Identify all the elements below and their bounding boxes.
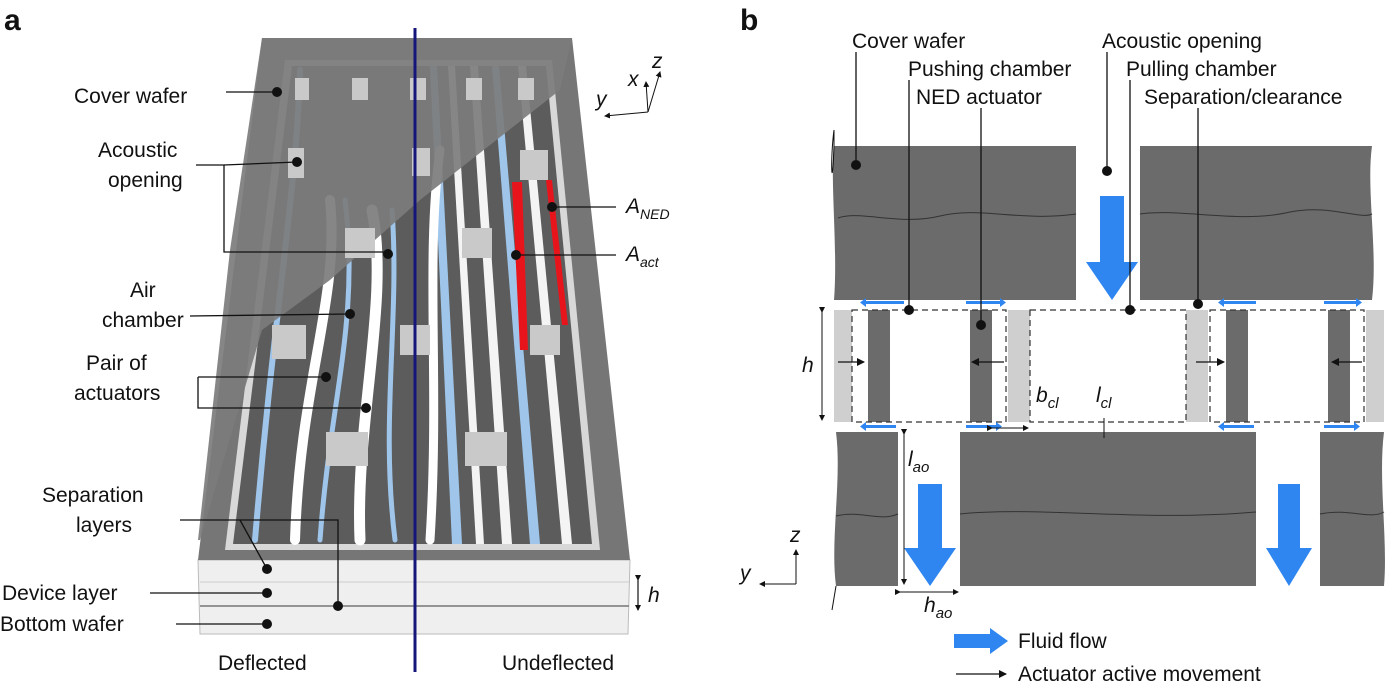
legend: Fluid flow Actuator active movement: [954, 628, 1261, 685]
axis-x-label: x: [627, 68, 640, 91]
ned-actuator-left: [868, 310, 890, 422]
pushing-chamber-outline: [851, 309, 1007, 423]
bottom-wafer-label: Bottom wafer: [0, 613, 124, 636]
acoustic-openings: [272, 78, 560, 466]
ned-area-red: [512, 182, 528, 350]
panel-b-letter: b: [740, 4, 758, 37]
b-axis-y-label: y: [738, 562, 752, 585]
acoustic-label-line1: Acoustic: [98, 139, 177, 162]
legend-fluid-flow: Fluid flow: [1018, 630, 1108, 653]
deflected-label: Deflected: [218, 652, 307, 675]
bottom-wafer-center-block: [960, 432, 1256, 586]
b-lao-label: lao: [908, 448, 929, 476]
panel-a-letter: a: [4, 4, 21, 37]
cover-wafer-right-block: [1140, 146, 1374, 300]
b-acoustic-opening-label: Acoustic opening: [1102, 30, 1262, 53]
legend-flow-swatch: [954, 628, 1008, 654]
device-layer-label: Device layer: [2, 582, 118, 605]
bottom-wafer-left-block: [834, 432, 898, 586]
sep-label-line2: layers: [76, 514, 132, 537]
b-pulling-chamber-label: Pulling chamber: [1126, 58, 1277, 81]
b-cover-wafer-label: Cover wafer: [852, 30, 965, 53]
separation-layer: [1186, 310, 1208, 422]
pair-label-line2: actuators: [74, 382, 160, 405]
act-area-red: [546, 180, 568, 325]
pair-label-line1: Pair of: [86, 352, 147, 375]
h-label-a: h: [648, 584, 660, 607]
fluid-flow-arrow-in: [1086, 196, 1138, 300]
pushing-chamber-outline-right: [1209, 309, 1365, 423]
actuator-beam: [448, 66, 484, 544]
ned-actuator: [1328, 310, 1350, 422]
b-h-label: h: [802, 354, 814, 377]
cover-wafer-dot: [272, 87, 282, 97]
separation-layer: [1008, 310, 1030, 422]
a-act-label: Aact: [624, 243, 660, 270]
pulling-chamber-outline: [1029, 309, 1187, 423]
legend-actuator-movement: Actuator active movement: [1018, 663, 1261, 685]
cover-wafer-left-block: [832, 146, 1076, 300]
actuator-beam: [492, 66, 540, 544]
fluid-flow-arrow-out-right: [1266, 484, 1312, 586]
acoustic-label-line2: opening: [108, 169, 183, 192]
actuator-beam: [470, 66, 512, 544]
undeflected-label: Undeflected: [502, 652, 614, 675]
axis-z-label: z: [651, 50, 663, 73]
air-chamber-dot: [345, 309, 355, 319]
b-hao-label: hao: [924, 594, 952, 622]
b-axis-z-label: z: [789, 524, 801, 547]
b-pushing-chamber-label: Pushing chamber: [908, 58, 1071, 81]
panel-a: a: [0, 4, 670, 675]
separation-layer: [834, 310, 852, 422]
air-label-line2: chamber: [102, 309, 184, 332]
separation-layer: [1366, 310, 1384, 422]
fluid-flow-arrow-out-left: [904, 484, 956, 586]
b-ned-actuator-label: NED actuator: [916, 86, 1042, 109]
ned-actuator: [970, 310, 992, 422]
panel-b: b: [738, 4, 1385, 685]
ned-actuator: [1226, 310, 1248, 422]
sep-label-line1: Separation: [42, 484, 144, 507]
axis-triad-b: y z: [738, 524, 801, 587]
bottom-wafer-right-block: [1320, 432, 1385, 586]
small-flow-arrows: [860, 298, 1362, 431]
cover-wafer-label: Cover wafer: [74, 85, 187, 108]
device-3d-model: [197, 38, 631, 635]
a-ned-label: ANED: [624, 195, 670, 222]
air-label-line1: Air: [130, 279, 156, 302]
b-bcl-label: bcl: [1036, 384, 1059, 412]
axis-triad-a: y x z: [594, 50, 663, 119]
actuator-beam: [518, 66, 572, 544]
b-separation-label: Separation/clearance: [1144, 86, 1342, 109]
axis-y-label: y: [594, 88, 608, 111]
b-lcl-label: lcl: [1096, 384, 1112, 412]
